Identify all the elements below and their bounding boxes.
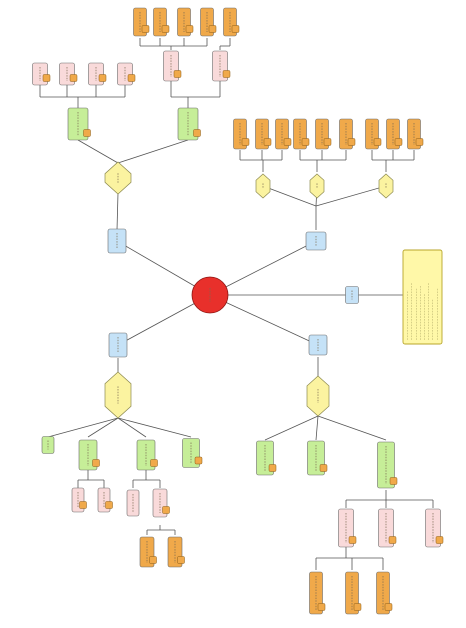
note-line: ~ ~ ~ ~ ~ ~ ~ ~ ~ ~ ~ ~ ~ ~ ~ ~ ~ ~ bbox=[406, 291, 410, 340]
note-badge-icon bbox=[283, 138, 292, 146]
connector-line bbox=[87, 417, 119, 438]
connector-line bbox=[209, 240, 317, 296]
note-badge-icon bbox=[150, 459, 158, 467]
note-badge-icon bbox=[231, 25, 240, 33]
note-badge-icon bbox=[98, 74, 107, 82]
note-badge-icon bbox=[193, 129, 201, 137]
decision-node[interactable] bbox=[378, 173, 394, 199]
decision-node[interactable] bbox=[255, 173, 271, 199]
note-badge-icon bbox=[301, 138, 310, 146]
note-line: ~ ~ ~ ~ ~ ~ ~ ~ ~ ~ ~ ~ ~ ~ ~ bbox=[431, 300, 435, 340]
root-node[interactable] bbox=[191, 276, 229, 314]
connector-line bbox=[116, 192, 119, 231]
connector-line bbox=[262, 185, 317, 207]
note-badge-icon bbox=[435, 536, 444, 544]
connector-line bbox=[209, 294, 319, 346]
connector-line bbox=[117, 417, 192, 438]
note-badge-icon bbox=[83, 129, 91, 137]
note-line: ~ ~ ~ ~ ~ ~ ~ ~ ~ ~ ~ ~ ~ ~ ~ ~ ~ ~ ~ ~ bbox=[419, 286, 423, 340]
note-badge-icon bbox=[208, 25, 217, 33]
connector-line bbox=[117, 417, 147, 438]
note-line: ~ ~ ~ ~ ~ ~ ~ ~ ~ ~ ~ ~ ~ ~ ~ ~ ~ ~ ~ ~ … bbox=[410, 283, 414, 340]
decision-node[interactable] bbox=[309, 173, 325, 199]
note-badge-icon bbox=[185, 25, 194, 33]
note-badge-icon bbox=[394, 138, 403, 146]
note-badge-icon bbox=[149, 556, 157, 564]
note-badge-icon bbox=[263, 138, 272, 146]
branch-node-lower-left[interactable] bbox=[108, 332, 128, 358]
note-badge-icon bbox=[415, 138, 424, 146]
note-badge-icon bbox=[353, 603, 362, 611]
note-badge-icon bbox=[105, 501, 113, 509]
note-badge-icon bbox=[317, 603, 326, 611]
connector-line bbox=[317, 415, 387, 441]
connector-lines bbox=[39, 38, 434, 570]
branch-node-right[interactable] bbox=[345, 286, 359, 304]
note-badge-icon bbox=[42, 74, 51, 82]
note-badge-icon bbox=[161, 25, 170, 33]
branch-node-upper-right[interactable] bbox=[305, 231, 327, 251]
connector-line bbox=[315, 415, 319, 441]
topic-node[interactable] bbox=[41, 436, 55, 454]
connector-line bbox=[47, 417, 119, 438]
note-badge-icon bbox=[347, 138, 356, 146]
connector-line bbox=[117, 139, 189, 164]
note-badge-icon bbox=[323, 138, 332, 146]
note-badge-icon bbox=[319, 464, 328, 472]
decision-node[interactable] bbox=[306, 375, 330, 417]
note-badge-icon bbox=[384, 603, 393, 611]
note-line: ~ ~ ~ ~ ~ ~ ~ ~ ~ ~ ~ ~ ~ ~ ~ ~ ~ ~ ~ ~ … bbox=[427, 283, 431, 340]
connector-line bbox=[77, 139, 119, 164]
note-badge-icon bbox=[268, 464, 277, 472]
note-badge-icon bbox=[194, 456, 203, 465]
note-badge-icon bbox=[141, 25, 150, 33]
note-badge-icon bbox=[127, 74, 136, 82]
connector-line bbox=[264, 415, 319, 441]
note-box: ~ ~ ~ ~ ~ ~ ~ ~ ~ ~ ~ ~ ~ ~ ~ ~ ~ ~~ ~ ~… bbox=[402, 249, 443, 345]
note-badge-icon bbox=[92, 459, 100, 467]
note-badge-icon bbox=[241, 138, 250, 146]
mind-map-nodes bbox=[32, 7, 444, 615]
note-badge-icon bbox=[388, 536, 397, 544]
note-badge-icon bbox=[79, 501, 87, 509]
note-badge-icon bbox=[177, 556, 185, 564]
note-box-frame bbox=[402, 249, 443, 345]
note-line: ~ ~ ~ ~ ~ ~ ~ ~ ~ ~ ~ ~ ~ ~ ~ ~ ~ ~ ~ bbox=[435, 289, 439, 340]
note-badge-icon bbox=[162, 506, 170, 514]
note-badge-icon bbox=[373, 138, 382, 146]
note-badge-icon bbox=[173, 70, 182, 78]
note-badge-icon bbox=[389, 477, 398, 485]
decision-node[interactable] bbox=[104, 161, 132, 195]
connector-line bbox=[315, 185, 387, 207]
note-line: ~ ~ ~ ~ ~ ~ ~ ~ ~ ~ ~ ~ ~ ~ ~ ~ ~ bbox=[423, 294, 427, 340]
note-line: ~ ~ ~ ~ ~ ~ ~ ~ ~ ~ ~ ~ ~ ~ ~ ~ ~ ~ ~ bbox=[414, 289, 418, 340]
note-badge-icon bbox=[348, 536, 357, 544]
note-badge-icon bbox=[222, 70, 231, 78]
branch-node-upper-left[interactable] bbox=[107, 228, 127, 254]
note-badge-icon bbox=[69, 74, 78, 82]
